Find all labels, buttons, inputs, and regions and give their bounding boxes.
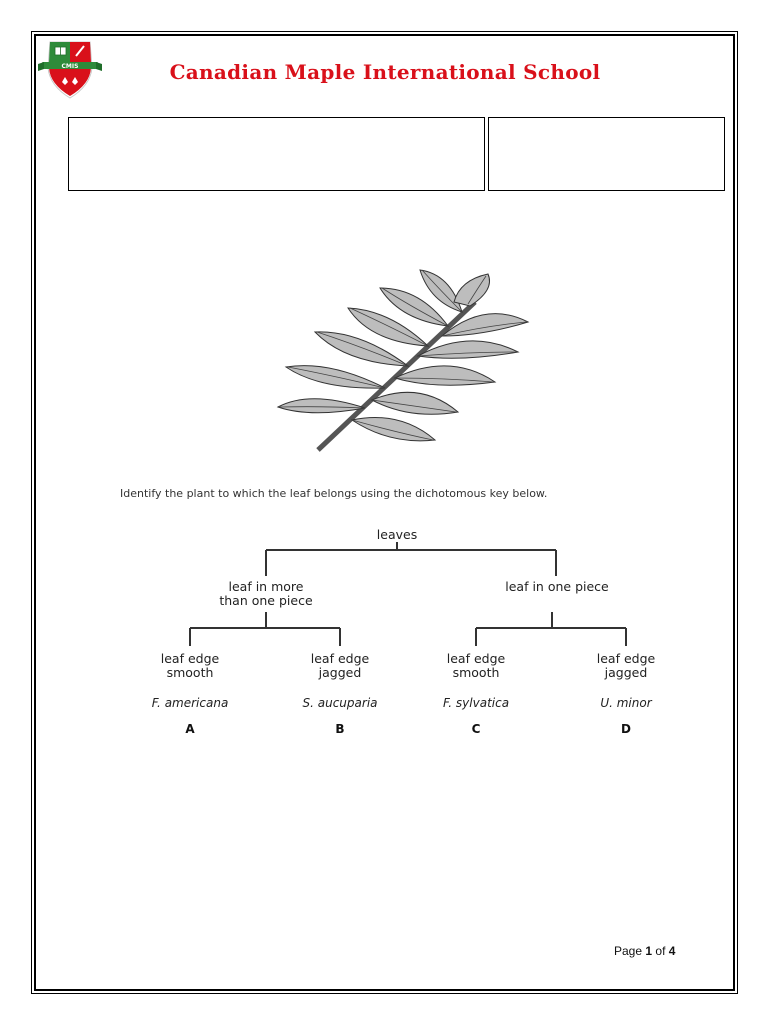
dichotomous-key: leaves leaf in more than one piece leaf … xyxy=(120,520,660,750)
page-number: Page 1 of 4 xyxy=(614,944,675,958)
key-leaf-c-line2: smooth xyxy=(452,665,500,680)
question-prompt: Identify the plant to which the leaf bel… xyxy=(120,487,548,500)
key-leaf-b: leaf edge jagged xyxy=(290,652,390,680)
key-branch-simple: leaf in one piece xyxy=(505,579,609,594)
page-of: of xyxy=(655,944,666,958)
key-connector-lines xyxy=(189,542,627,646)
key-branch-compound: leaf in more than one piece xyxy=(196,580,336,608)
page-label: Page xyxy=(614,944,643,958)
key-leaf-a-line2: smooth xyxy=(166,665,214,680)
key-leaf-d-line2: jagged xyxy=(604,665,648,680)
key-species-c: F. sylvatica xyxy=(442,696,510,710)
leaflet xyxy=(370,391,460,415)
key-leaf-a: leaf edge smooth xyxy=(140,652,240,680)
answer-letter-d: D xyxy=(621,722,631,736)
page-frame-outer xyxy=(31,31,738,994)
key-leaf-b-line2: jagged xyxy=(318,665,362,680)
key-species-b: S. aucuparia xyxy=(302,696,378,710)
key-species-d: U. minor xyxy=(600,696,652,710)
grade-info-box xyxy=(488,117,725,191)
key-leaf-a-line1: leaf edge xyxy=(160,651,220,666)
key-leaf-c-line1: leaf edge xyxy=(446,651,506,666)
answer-letter-b: B xyxy=(335,722,345,736)
compound-leaf-illustration xyxy=(276,269,530,452)
leaflet xyxy=(440,313,530,337)
leaf-stem xyxy=(316,300,477,452)
leaflet xyxy=(276,398,366,414)
logo-text: CMIS xyxy=(62,63,79,70)
key-leaf-b-line1: leaf edge xyxy=(310,651,370,666)
answer-letter-c: C xyxy=(471,722,481,736)
page-frame-inner xyxy=(34,34,735,991)
key-leaf-c: leaf edge smooth xyxy=(426,652,526,680)
leaflet xyxy=(393,365,497,386)
answer-letter-a: A xyxy=(185,722,195,736)
key-root: leaves xyxy=(376,527,418,542)
key-branch-compound-line1: leaf in more xyxy=(228,579,304,594)
key-leaf-d: leaf edge jagged xyxy=(576,652,676,680)
leaflet-terminal xyxy=(453,273,490,307)
key-leaf-d-line1: leaf edge xyxy=(596,651,656,666)
school-crest-logo: CMIS xyxy=(38,41,102,99)
key-species-a: F. americana xyxy=(151,696,229,710)
page-current: 1 xyxy=(645,944,653,958)
page-total: 4 xyxy=(668,944,676,958)
leaflet xyxy=(347,307,430,347)
leaflet xyxy=(350,417,437,442)
school-name-title: Canadian Maple International School xyxy=(169,60,601,84)
leaflet xyxy=(313,331,410,367)
student-info-box xyxy=(68,117,485,191)
key-branch-compound-line2: than one piece xyxy=(219,593,313,608)
